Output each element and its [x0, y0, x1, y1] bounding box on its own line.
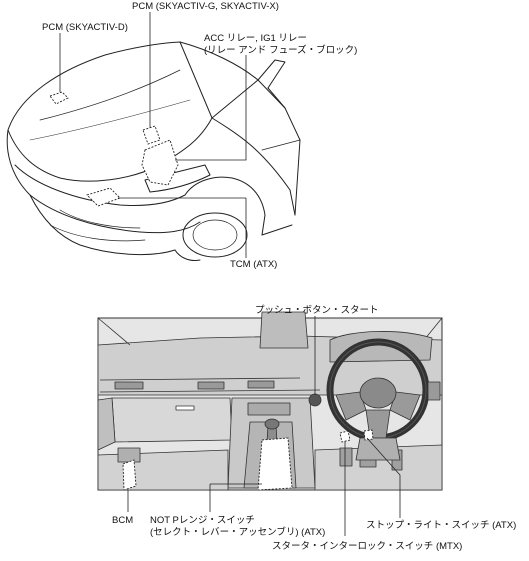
label-pcm-skyactiv-gx: PCM (SKYACTIV-G, SKYACTIV-X) — [132, 1, 279, 12]
car-leader-lines — [59, 12, 247, 258]
label-tcm-atx: TCM (ATX) — [230, 259, 278, 270]
label-acc-relay-line1: ACC リレー, IG1 リレー — [204, 33, 307, 44]
starter-interlock-part — [339, 430, 351, 443]
pcm-skyactiv-gx-part — [142, 125, 161, 145]
car-illustration — [6, 41, 301, 261]
label-push-button-start: プッシュ・ボタン・スタート — [255, 305, 379, 316]
not-p-range-switch-part — [257, 437, 293, 491]
dashboard-leader-lines — [127, 316, 401, 536]
stop-light-switch-part — [363, 429, 374, 441]
dashboard-component-markers — [122, 429, 374, 491]
label-bcm: BCM — [112, 515, 134, 526]
leader-not-p-range-switch — [209, 483, 262, 512]
leader-acc-relay — [175, 55, 247, 161]
label-starter-interlock: スタータ・インターロック・スイッチ (MTX) — [272, 541, 463, 552]
label-pcm-skyactiv-d: PCM (SKYACTIV-D) — [42, 22, 128, 33]
bcm-part — [122, 459, 137, 491]
label-not-p-range-line1: NOT Pレンジ・スイッチ — [150, 515, 255, 526]
relay-fuse-block-part — [141, 139, 179, 186]
label-acc-relay-line2: (リレー アンド フューズ・ブロック) — [204, 45, 358, 56]
label-stop-light-switch: ストップ・ライト・スイッチ (ATX) — [366, 520, 517, 531]
car-component-markers — [49, 91, 179, 207]
tcm-part — [86, 187, 121, 207]
leader-stop-light-switch — [366, 437, 401, 518]
label-not-p-range-line2: (セレクト・レバー・アッセンブリ) (ATX) — [150, 527, 326, 538]
pcm-skyactiv-d-part — [49, 91, 69, 105]
